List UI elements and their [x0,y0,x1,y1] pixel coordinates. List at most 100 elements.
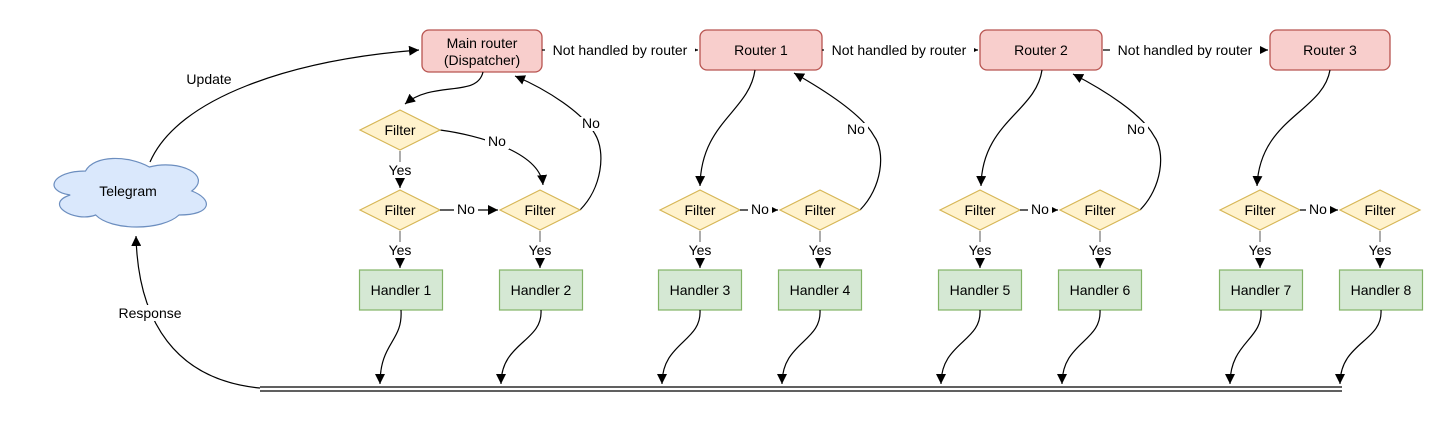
yes-3-label: Yes [529,242,552,258]
filter-9-label: Filter [1364,202,1395,218]
response-label-bg [117,305,183,321]
edge-yes-filter3: Yes [529,231,552,268]
edge-main-router-to-filter1 [404,71,484,105]
no-link-2-bg [748,203,772,217]
not-handled-3-label: Not handled by router [1118,42,1253,58]
main-router-box [421,29,543,73]
not-handled-1-label: Not handled by router [553,42,688,58]
edge-router1-no-return: No [793,72,882,211]
edge-filter3-no-return-to-main: No [514,75,603,211]
handler-2-box [498,269,584,311]
handler-to-bus-edges [375,309,1382,385]
filter-1-label: Filter [384,122,415,138]
response-arrow [131,235,261,389]
filter-1-diamond [358,109,442,151]
edge-handler1-to-bus [375,309,402,385]
edge-no-router2-pair: No [1020,201,1058,217]
filter-5-label: Filter [804,202,835,218]
router2-return-arrow [1072,73,1162,211]
router-2-node: Router 2 [979,29,1103,71]
edge-handler2-to-bus [496,309,542,385]
edge-yes-filter7: Yes [1089,231,1111,268]
edge-filter1-no-to-filter3: No [439,129,548,186]
main-router-label-line1: Main router [447,35,518,51]
main-router-label-line2: (Dispatcher) [444,52,520,68]
edge-no-dispatcher-pair: No [440,201,498,217]
filter-4-label: Filter [684,202,715,218]
filter-6-label: Filter [964,202,995,218]
edge-handler4-to-bus [777,309,821,385]
response-label: Response [118,305,181,321]
cloud-shape [53,157,207,228]
handler-8-label: Handler 8 [1351,282,1412,298]
handler-5-label: Handler 5 [950,282,1011,298]
edge-router3-to-filter [1252,69,1331,187]
router1-return-no-label: No [847,121,865,137]
edge-not-handled-1: Not handled by router [542,42,698,58]
edge-handler6-to-bus [1057,309,1101,385]
filter-diamonds: Filter Filter Filter Filter Filter Filte… [358,109,1422,231]
router-3-label: Router 3 [1303,42,1357,58]
no-link-4-bg [1306,203,1330,217]
telegram-cloud-node: Telegram [53,157,207,228]
no-link-1-label: No [457,201,475,217]
router-2-box [979,29,1103,71]
yes-6-label: Yes [969,242,992,258]
no-link-1-bg [454,203,478,217]
edge-no-router1-pair: No [740,201,778,217]
filter-7-diamond [1058,189,1142,231]
router-1-label: Router 1 [734,42,788,58]
no-link-4-label: No [1309,201,1327,217]
handler-4-label: Handler 4 [790,282,851,298]
router1-return-arrow [793,72,882,211]
not-handled-2-bg [824,42,974,58]
filter3-return-no-label: No [582,115,600,131]
router-2-label: Router 2 [1014,42,1068,58]
handler-7-label: Handler 7 [1231,282,1292,298]
not-handled-2-label: Not handled by router [832,42,967,58]
router-3-node: Router 3 [1269,29,1391,71]
cloud-label: Telegram [99,183,157,199]
edge-yes-filter8: Yes [1249,231,1272,268]
handler-nodes: Handler 1 Handler 2 Handler 3 Handler 4 … [358,269,1424,311]
filter-7-label: Filter [1084,202,1115,218]
yes-5-label: Yes [809,242,832,258]
router-1-node: Router 1 [699,29,823,71]
edge-yes-filter6: Yes [969,231,992,268]
no-link-3-label: No [1031,201,1049,217]
handler-2-label: Handler 2 [511,282,572,298]
router2-return-no-bg [1124,123,1148,137]
filter1-no-bg [485,135,509,149]
handler-6-label: Handler 6 [1070,282,1131,298]
edge-yes-filter9: Yes [1369,231,1391,268]
edge-handler8-to-bus [1335,309,1382,385]
no-link-3-bg [1028,203,1052,217]
edge-yes-filter2: Yes [389,231,411,268]
response-bus-line [260,386,1342,392]
edge-router1-to-filter [695,69,756,187]
filter3-return-arrow [514,75,602,211]
update-label-bg [183,71,235,87]
filter1-no-label: No [488,133,506,149]
edge-yes-filter1: Yes [389,151,412,188]
yes-4-label: Yes [689,242,712,258]
edge-yes-filter5: Yes [809,231,832,268]
filter-5-diamond [778,189,862,231]
edge-router2-to-filter [976,69,1043,187]
edge-handler7-to-bus [1225,309,1262,385]
yes-8-label: Yes [1249,242,1272,258]
edge-handler5-to-bus [936,309,981,385]
router1-return-no-bg [844,123,868,137]
router2-return-no-label: No [1127,121,1145,137]
handler-3-label: Handler 3 [670,282,731,298]
edge-not-handled-2: Not handled by router [822,42,978,58]
edge-not-handled-3: Not handled by router [1103,42,1268,58]
edge-yes-filter4: Yes [689,231,712,268]
edge-handler3-to-bus [657,309,701,385]
handler-1-label: Handler 1 [371,282,432,298]
handler-4-box [777,269,863,311]
edge-response: Response [117,235,261,389]
yes-1-label: Yes [389,162,412,178]
